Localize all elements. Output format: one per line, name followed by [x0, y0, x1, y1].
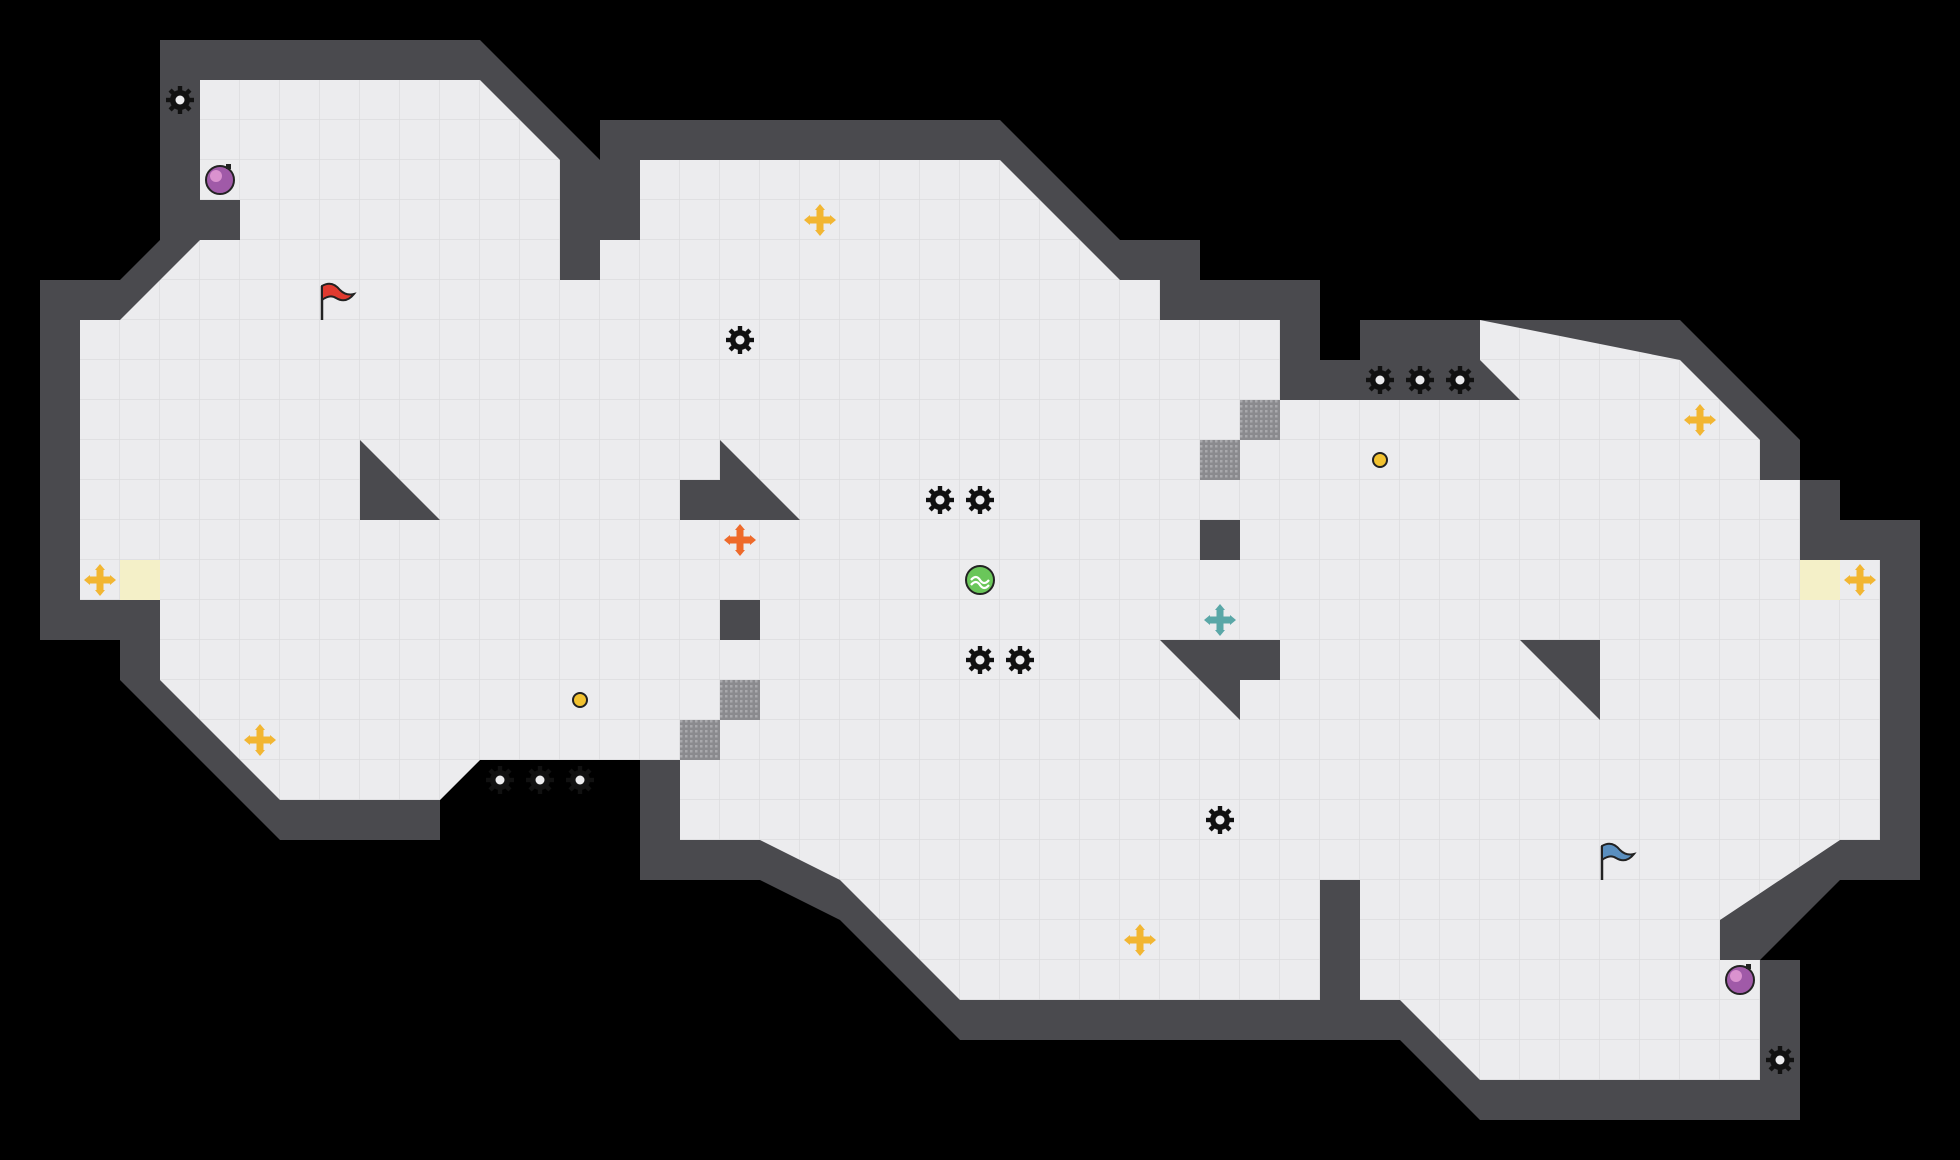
gold-coin-icon: [572, 692, 588, 708]
sawblade-mine-icon: [166, 86, 194, 114]
sawblade-mine-icon: [486, 766, 514, 794]
sawblade-mine-icon: [1446, 366, 1474, 394]
pad-left: [120, 560, 160, 600]
green-ball-icon[interactable]: [965, 565, 995, 595]
inner-obstacles: [160, 120, 1600, 1000]
goal-pads: [120, 560, 1840, 600]
sawblade-mine-icon: [966, 486, 994, 514]
sawblade-mine-icon: [1006, 646, 1034, 674]
orbs[interactable]: [205, 164, 1755, 995]
sawblade-mine-icon: [966, 646, 994, 674]
sawblade-mine-icon: [1206, 806, 1234, 834]
grate-blocks: [680, 400, 1280, 760]
coins[interactable]: [572, 452, 1388, 708]
gold-coin-icon: [1372, 452, 1388, 468]
sawblade-mine-icon: [1366, 366, 1394, 394]
potion-orb-icon: [205, 164, 235, 195]
sawblade-mine-icon: [726, 326, 754, 354]
pad-right: [1800, 560, 1840, 600]
grate-block: [1240, 400, 1280, 440]
sawblade-mine-icon: [526, 766, 554, 794]
sawblade-mine-icon: [1406, 366, 1434, 394]
potion-orb-icon: [1725, 964, 1755, 995]
sawblade-mine-icon: [926, 486, 954, 514]
sawblade-mine-icon: [566, 766, 594, 794]
grate-block: [1200, 440, 1240, 480]
grate-block: [720, 680, 760, 720]
blue-flag-icon[interactable]: [1600, 842, 1637, 880]
grate-block: [680, 720, 720, 760]
red-flag-icon[interactable]: [320, 282, 357, 320]
sawblade-mine-icon: [1766, 1046, 1794, 1074]
